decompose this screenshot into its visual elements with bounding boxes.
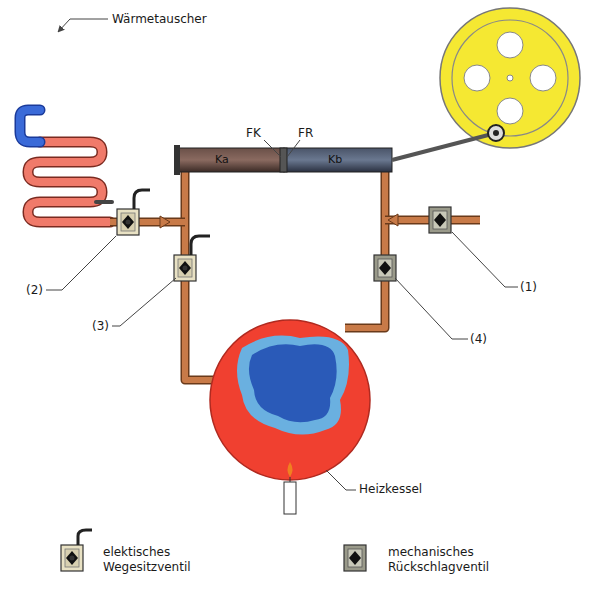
legend-text: elektisches Wegesitzventil (103, 545, 203, 575)
callout-number: (4) (470, 332, 487, 346)
chamber-label: Kb (328, 153, 342, 166)
callout-number: (1) (520, 280, 537, 294)
part-name: Wärmetauscher (112, 12, 207, 26)
heat-exchanger (20, 110, 112, 222)
valve-4 (374, 255, 396, 281)
legend-text: mechanisches Rückschlagventil (388, 545, 503, 575)
force-label: FK (246, 126, 261, 140)
flywheel (440, 8, 580, 148)
cylinder (174, 125, 504, 175)
valve-1 (429, 207, 451, 233)
valve-2 (117, 209, 139, 235)
callout-number: (3) (92, 319, 109, 333)
force-label: FR (298, 126, 313, 140)
leader-lines (46, 19, 518, 490)
callout-number: (2) (26, 283, 43, 297)
chamber-label: Ka (215, 153, 229, 166)
candle (284, 462, 296, 514)
legend-electric-valve (61, 545, 83, 571)
valve-3 (174, 255, 196, 281)
boiler (210, 320, 370, 480)
legend-check-valve (344, 545, 366, 571)
part-name: Heizkessel (359, 482, 422, 496)
